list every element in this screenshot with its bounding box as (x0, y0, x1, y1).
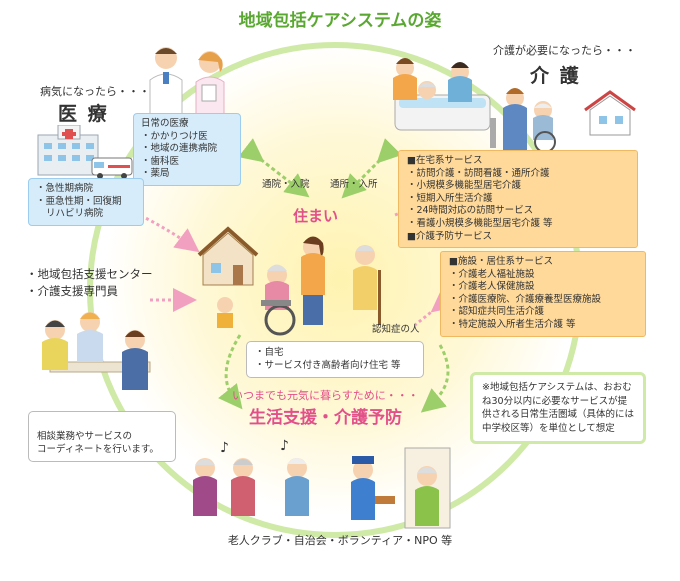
facility-care-item: 介護老人福祉施設 (449, 269, 637, 282)
arrow-living-left (218, 334, 243, 410)
hospital-item: 亜急性期・回復期 (36, 196, 136, 209)
daily-medical-item: 地域の連携病院 (141, 143, 233, 156)
care-lead: 介護が必要になったら・・・ (493, 44, 636, 57)
arrow-daycare (341, 138, 402, 199)
doctor-nurse-illustration (149, 47, 225, 115)
prevention-title: ■介護予防サービス (407, 230, 492, 242)
hospital-item: リハビリ病院 (46, 208, 104, 219)
daily-medical-item: 歯科医 (141, 156, 233, 169)
hospital-illustration (37, 125, 133, 179)
svg-text:♪: ♪ (220, 440, 229, 456)
arrow-label-daycare: 通所・入所 (330, 179, 378, 190)
facility-care-item: 特定施設入所者生活介護 等 (449, 319, 637, 332)
support-item: 介護支援専門員 (26, 283, 153, 300)
living-heading: 生活支援・介護予防 (249, 408, 402, 428)
svg-text:♪: ♪ (280, 438, 289, 454)
daily-medical-title: 日常の医療 (141, 118, 189, 129)
hospital-item: 急性期病院 (36, 183, 136, 196)
arrow-label-hospital: 通院・入院 (262, 179, 310, 190)
housing-item: サービス付き高齢者向け住宅 等 (255, 360, 415, 373)
hospital-box: 急性期病院 亜急性期・回復期 リハビリ病院 (28, 178, 144, 226)
care-heading: 介 護 (530, 65, 581, 87)
community-footer: 老人クラブ・自治会・ボランティア・NPO 等 (227, 534, 453, 547)
home-care-item: 小規模多機能型居宅介護 (407, 180, 629, 193)
arrow-facility-home (414, 288, 457, 327)
arrow-living-right (420, 344, 450, 413)
facility-care-item: 介護老人保健施設 (449, 281, 637, 294)
medical-heading: 医 療 (58, 103, 109, 125)
daily-medical-box: 日常の医療 かかりつけ医 地域の連携病院 歯科医 薬局 (133, 113, 241, 186)
housing-illustration (197, 226, 381, 336)
housing-box: 自宅 サービス付き高齢者向け住宅 等 (246, 341, 424, 378)
medical-lead: 病気になったら・・・ (40, 85, 150, 98)
community-illustration: ♪ ♪ (193, 438, 451, 529)
home-care-item: 訪問介護・訪問看護・通所介護 (407, 168, 629, 181)
home-care-item: 24時間対応の訪問サービス (407, 205, 629, 218)
facility-care-title: ■施設・居住系サービス (449, 256, 553, 267)
home-care-item: 看護小規模多機能型居宅介護 等 (407, 218, 629, 231)
support-desc: 相談業務やサービスの コーディネートを行います。 (37, 431, 159, 455)
daily-medical-item: 薬局 (141, 168, 233, 181)
diagram-title: 地域包括ケアシステムの姿 (238, 11, 442, 31)
support-item: 地域包括支援センター (26, 266, 153, 283)
care-illustration (393, 58, 636, 152)
facility-care-item: 認知症共同生活介護 (449, 306, 637, 319)
note-box: ※地域包括ケアシステムは、おおむね30分以内に必要なサービスが提供される日常生活… (470, 372, 646, 444)
housing-item: 自宅 (255, 347, 415, 360)
support-desc-box: 相談業務やサービスの コーディネートを行います。 (28, 411, 176, 462)
arrow-hospital (238, 138, 310, 198)
note-text: ※地域包括ケアシステムは、おおむね30分以内に必要なサービスが提供される日常生活… (482, 382, 635, 434)
home-care-title: ■在宅系サービス (407, 155, 483, 166)
facility-care-item: 介護医療院、介護療養型医療施設 (449, 294, 637, 307)
daily-medical-item: かかりつけ医 (141, 131, 233, 144)
housing-label: 住まい (293, 207, 339, 225)
support-meeting-illustration (42, 312, 151, 390)
home-care-item: 短期入所生活介護 (407, 193, 629, 206)
home-care-box: ■在宅系サービス 訪問介護・訪問看護・通所介護 小規模多機能型居宅介護 短期入所… (398, 150, 638, 249)
living-tagline: いつまでも元気に暮らすために・・・ (232, 389, 419, 402)
support-list: 地域包括支援センター 介護支援専門員 (26, 266, 153, 300)
dementia-label: 認知症の人 (372, 324, 420, 335)
facility-care-box: ■施設・居住系サービス 介護老人福祉施設 介護老人保健施設 介護医療院、介護療養… (440, 251, 646, 337)
